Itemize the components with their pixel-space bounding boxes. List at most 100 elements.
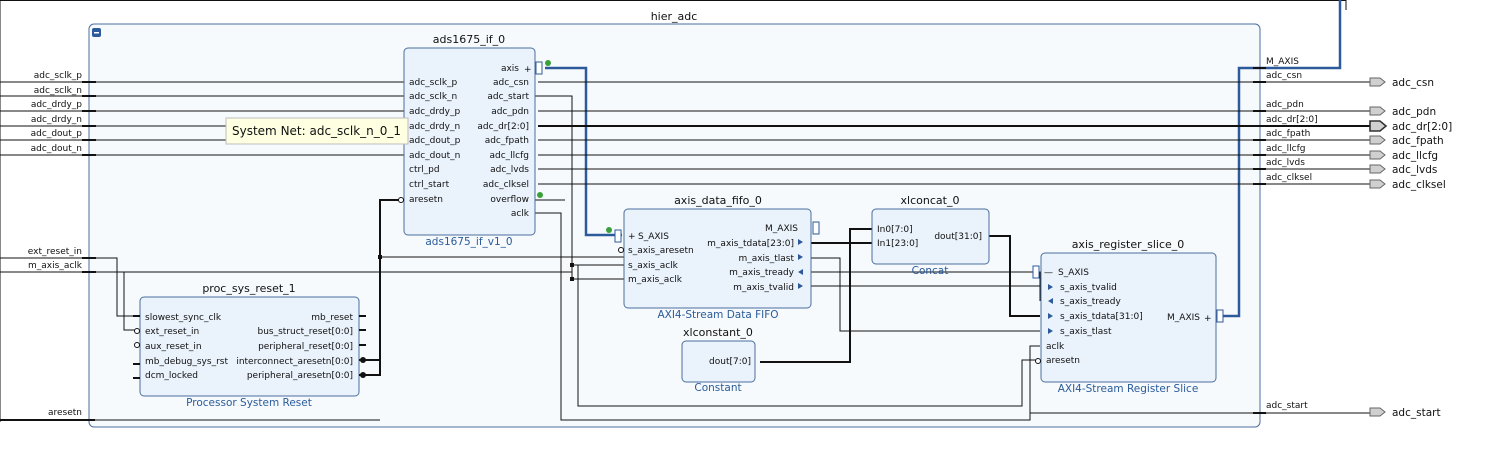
debug-icon — [537, 192, 543, 198]
output-port-label: adc_start — [1392, 407, 1441, 419]
pin-label: s_axis_tvalid — [1060, 283, 1117, 293]
pin-label: slowest_sync_clk — [145, 313, 222, 323]
pin-label: adc_pdn — [491, 107, 529, 117]
hier-pin-label: adc_start — [1266, 401, 1308, 411]
pin-label: aresetn — [409, 195, 443, 205]
pin-label: peripheral_reset[0:0] — [258, 342, 353, 352]
output-ports[interactable]: adc_csn adc_pdn adc_dr[2:0] adc_fpath ad… — [1369, 77, 1452, 419]
pin-label: aclk — [511, 209, 530, 219]
pin-label: adc_dout_n — [409, 151, 460, 161]
pin-label: adc_csn — [493, 78, 529, 88]
svg-text:—: — — [1044, 268, 1053, 278]
pin-label: interconnect_aresetn[0:0] — [236, 357, 353, 367]
xlconstant-block[interactable]: xlconstant_0 Constant dout[7:0] — [681, 326, 756, 394]
hier-pin-label: adc_lvds — [1266, 158, 1305, 168]
interface-pin-icon[interactable] — [1032, 265, 1040, 279]
xlconcat-block[interactable]: xlconcat_0 Concat In0[7:0] In1[23:0] dou… — [871, 194, 990, 277]
pin-label: ctrl_pd — [409, 165, 440, 175]
block-title: xlconstant_0 — [683, 326, 753, 339]
output-port-label: adc_clksel — [1392, 179, 1446, 191]
proc-sys-reset-block[interactable]: proc_sys_reset_1 Processor System Reset … — [133, 282, 366, 409]
port-label: adc_dout_p — [31, 129, 83, 139]
block-subtitle: ads1675_if_v1_0 — [425, 236, 512, 248]
pin-label: s_axis_aclk — [628, 261, 679, 271]
pin-label: peripheral_aresetn[0:0] — [247, 371, 353, 381]
output-port-label: adc_pdn — [1392, 106, 1436, 118]
pin-label: m_axis_tlast — [738, 254, 794, 264]
debug-icon — [545, 60, 551, 66]
block-subtitle: AXI4-Stream Register Slice — [1058, 383, 1199, 395]
port-label: adc_sclk_p — [34, 71, 83, 81]
interface-pin-icon[interactable] — [812, 221, 820, 235]
hier-pin-label: adc_fpath — [1266, 129, 1310, 139]
axis-register-slice-block[interactable]: axis_register_slice_0 AXI4-Stream Regist… — [1032, 238, 1224, 395]
block-title: ads1675_if_0 — [433, 33, 505, 46]
pin-label: adc_dout_p — [409, 136, 461, 146]
interface-pin-icon[interactable] — [1216, 309, 1224, 323]
pin-label: mb_debug_sys_rst — [145, 357, 228, 367]
pin-label: adc_start — [487, 92, 529, 102]
hier-pin-label: adc_llcfg — [1266, 144, 1306, 154]
svg-text:+: + — [628, 232, 636, 242]
pin-label: adc_fpath — [485, 136, 529, 146]
pin-label: bus_struct_reset[0:0] — [257, 327, 353, 337]
pin-label: overflow — [490, 195, 529, 205]
interface-pin-icon[interactable] — [614, 229, 622, 243]
block-subtitle: AXI4-Stream Data FIFO — [657, 309, 778, 321]
ads1675-if-block[interactable]: ads1675_if_0 ads1675_if_v1_0 adc_sclk_p … — [398, 33, 552, 248]
axis-data-fifo-block[interactable]: axis_data_fifo_0 AXI4-Stream Data FIFO +… — [606, 194, 820, 321]
block-title: xlconcat_0 — [901, 194, 960, 207]
port-label: ext_reset_in — [28, 247, 82, 257]
pin-label: In1[23:0] — [877, 239, 918, 249]
output-port-label: adc_dr[2:0] — [1392, 121, 1452, 133]
pin-label: adc_llcfg — [489, 151, 529, 161]
pin-label: dcm_locked — [145, 371, 198, 381]
pin-label: M_AXIS — [765, 224, 798, 234]
tooltip-text: System Net: adc_sclk_n_0_1 — [232, 124, 401, 138]
pin-label: adc_drdy_n — [409, 122, 460, 132]
pin-label: dout[7:0] — [709, 357, 751, 367]
output-port-label: adc_llcfg — [1392, 150, 1438, 162]
hier-pin-label: adc_clksel — [1266, 173, 1312, 183]
pin-bubble — [618, 247, 624, 253]
pin-label: s_axis_tready — [1060, 297, 1122, 307]
pin-bubble — [1035, 358, 1041, 364]
pin-bubble — [398, 197, 404, 203]
hier-pin-label: M_AXIS — [1266, 57, 1299, 67]
block-subtitle: Processor System Reset — [186, 397, 312, 409]
block-title: axis_data_fifo_0 — [674, 194, 762, 207]
pin-label: ext_reset_in — [145, 327, 199, 337]
output-port-label: adc_csn — [1392, 77, 1434, 89]
pin-label: s_axis_tdata[31:0] — [1060, 312, 1143, 322]
outer-frame — [0, 0, 1347, 422]
debug-icon — [606, 227, 612, 233]
output-port-label: adc_fpath — [1392, 135, 1444, 147]
pin-label: aresetn — [1046, 356, 1080, 366]
hier-pin-label: adc_csn — [1266, 71, 1302, 81]
block-subtitle: Concat — [912, 265, 949, 277]
port-label: adc_sclk_n — [34, 86, 82, 96]
pin-label: S_AXIS — [1058, 268, 1089, 278]
hier-adc-title: hier_adc — [651, 10, 698, 23]
pin-label: S_AXIS — [638, 232, 669, 242]
hier-pin-label: adc_dr[2:0] — [1266, 115, 1318, 125]
pin-label: adc_dr[2:0] — [477, 122, 529, 132]
port-label: m_axis_aclk — [28, 261, 83, 271]
pin-label: adc_lvds — [490, 165, 529, 175]
interface-pin-icon[interactable] — [535, 61, 543, 75]
svg-text:+: + — [1204, 314, 1212, 324]
right-side: M_AXIS adc_csn adc_pdn adc_dr[2:0] adc_f… — [538, 57, 1370, 414]
port-label: aresetn — [48, 408, 82, 418]
pin-label: In0[7:0] — [877, 225, 913, 235]
pin-label: adc_drdy_p — [409, 107, 460, 117]
hier-pin-label: adc_pdn — [1266, 100, 1304, 110]
port-label: adc_dout_n — [31, 144, 82, 154]
plus-icon[interactable]: + — [524, 65, 532, 75]
port-label: adc_drdy_n — [31, 115, 82, 125]
pin-label: adc_sclk_p — [409, 78, 458, 88]
pin-label: m_axis_tready — [729, 268, 795, 278]
pin-label: aclk — [1046, 342, 1065, 352]
pin-label: s_axis_aresetn — [628, 246, 694, 256]
pin-label: adc_sclk_n — [409, 92, 457, 102]
